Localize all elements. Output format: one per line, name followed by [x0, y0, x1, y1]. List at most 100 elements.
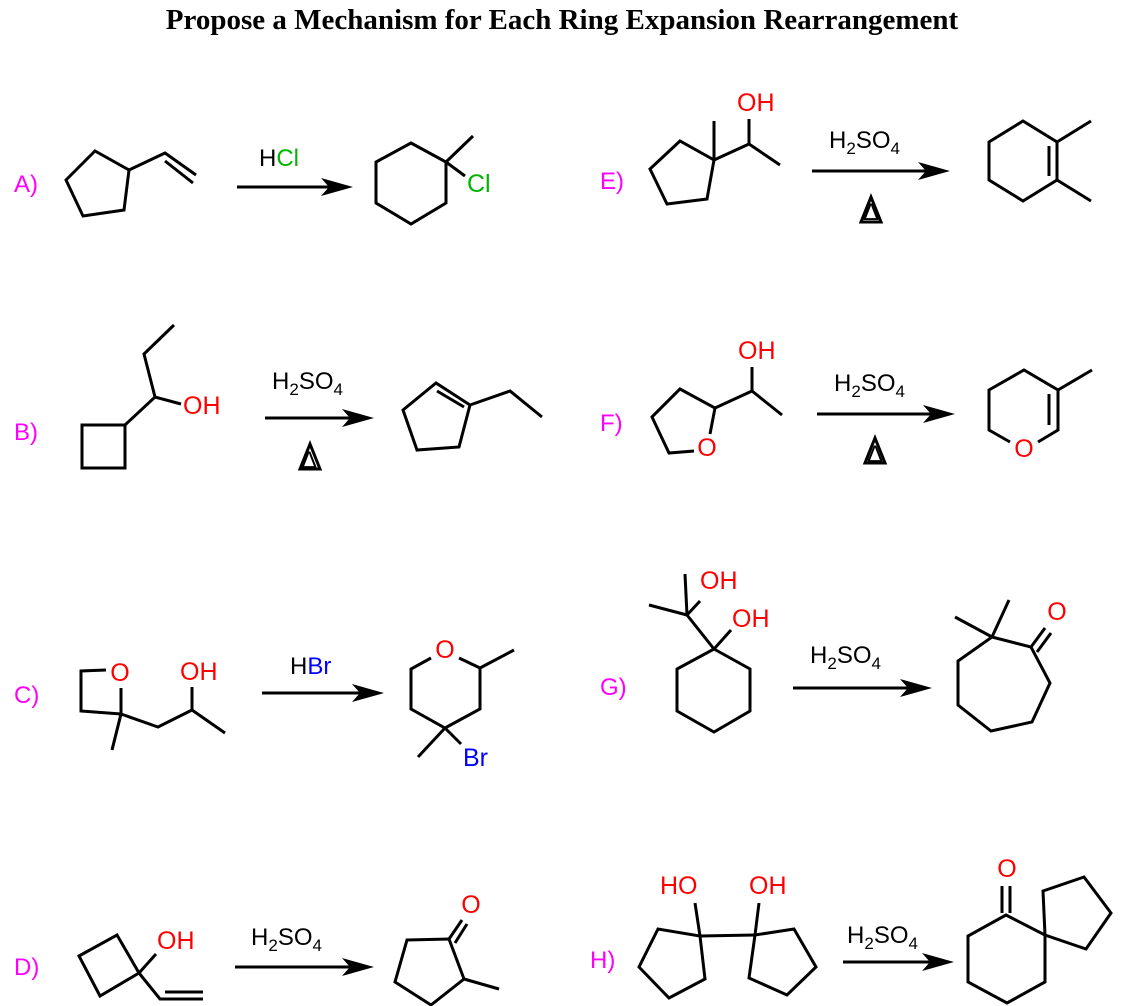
c-oh-bond — [123, 395, 182, 427]
problem-label-f: F) — [600, 410, 623, 437]
c-c-bond — [699, 933, 756, 938]
c-oh-bond — [693, 902, 702, 937]
problem-label-d: D) — [14, 954, 39, 981]
heat-delta-icon — [858, 192, 884, 224]
atom-o: O — [997, 855, 1016, 883]
cyclobutane-ring — [80, 423, 127, 470]
page-title: Propose a Mechanism for Each Ring Expans… — [165, 4, 959, 36]
carbonyl-bond — [1029, 627, 1047, 648]
atom-o: O — [1047, 598, 1066, 626]
heat-symbol-e: Δ — [863, 199, 879, 226]
c-oh-bond — [685, 599, 702, 617]
cyclohexanone-ring — [966, 913, 1047, 1005]
c-cl-bond — [445, 160, 466, 178]
heat-symbol-b: Δ — [301, 447, 317, 474]
atom-oh: OH — [732, 605, 770, 633]
methyl-bond — [463, 977, 500, 991]
reaction-arrow-c-head — [352, 684, 384, 702]
reaction-arrow-d-head — [342, 958, 374, 976]
vinyl-group — [128, 151, 197, 177]
cyclohexane-ring — [675, 647, 752, 734]
carbonyl-bond-second — [453, 923, 469, 944]
methyl-bond — [1056, 119, 1092, 144]
vinyl-group — [137, 972, 203, 1001]
atom-o: O — [1014, 435, 1033, 463]
cyclohexene-ring — [987, 119, 1059, 203]
ethyl-chain — [142, 323, 176, 398]
problem-label-h: H) — [590, 947, 615, 974]
problem-label-a: A) — [14, 171, 38, 198]
atom-oh: OH — [157, 927, 195, 955]
bond-lines — [64, 119, 1113, 1006]
atom-oh: OH — [180, 658, 218, 686]
reagent-d: H2SO4 — [251, 924, 322, 955]
side-chain — [714, 389, 783, 417]
atom-cl: Cl — [467, 170, 491, 198]
carbonyl-bond — [447, 919, 464, 940]
methyl-bond — [954, 615, 993, 639]
methyl-bond — [479, 648, 515, 670]
reaction-arrow-f-head — [923, 405, 955, 423]
reaction-arrow-a-head — [321, 178, 353, 196]
atom-br: Br — [463, 744, 488, 772]
reagent-e: H2SO4 — [829, 127, 900, 158]
methyl-bond — [416, 726, 447, 759]
atom-oh: OH — [183, 392, 221, 420]
cycloheptanone-ring — [956, 635, 1052, 733]
heat-symbol-f: Δ — [867, 441, 883, 468]
tetrahydropyran-ring — [409, 656, 482, 730]
atom-oh: OH — [700, 567, 738, 595]
cyclopentane-ring-right — [747, 927, 818, 997]
side-chain — [120, 708, 226, 735]
atom-oh: OH — [738, 337, 776, 365]
methyl-bond — [1056, 178, 1092, 203]
reagent-b: H2SO4 — [272, 368, 343, 399]
heat-delta-icon — [862, 433, 888, 465]
c-oh-bond — [712, 628, 733, 651]
cyclopentane-ring — [64, 149, 131, 218]
cyclopentane-ring-left — [637, 927, 707, 1000]
methyl-bond — [444, 134, 475, 164]
methyl-bond — [1057, 368, 1093, 392]
atom-ho: HO — [660, 872, 698, 900]
atom-oh: OH — [737, 89, 775, 117]
double-bond-line — [164, 159, 194, 185]
double-bond-line — [436, 389, 465, 409]
carbonyl-bond-second — [1035, 632, 1053, 653]
reaction-arrow-e-head — [918, 162, 950, 180]
heat-delta-icon — [297, 439, 323, 471]
reagent-h: H2SO4 — [847, 922, 918, 953]
ethyl-chain — [469, 389, 543, 419]
cyclopentane-ring — [648, 139, 716, 206]
spiro-cyclopentane-ring — [1041, 875, 1113, 951]
problem-label-c: C) — [14, 682, 39, 709]
problem-label-g: G) — [600, 674, 627, 701]
tetrahydrofuran-ring — [650, 387, 717, 455]
c-oh-bond — [137, 952, 158, 975]
side-chain — [713, 142, 781, 167]
reagent-c: HBr — [290, 653, 331, 680]
cyclobutane-ring — [76, 932, 142, 999]
c-br-bond — [443, 726, 463, 746]
c-c-bond — [685, 614, 716, 650]
atom-oh: OH — [749, 872, 787, 900]
problem-label-b: B) — [14, 419, 38, 446]
cyclohexane-ring — [374, 141, 448, 226]
methyl-bond — [990, 599, 1011, 638]
reagent-g: H2SO4 — [810, 642, 881, 673]
reaction-arrow-h-head — [922, 953, 954, 971]
methyl-bond — [683, 573, 689, 616]
problem-label-e: E) — [600, 168, 624, 195]
methyl-bond — [648, 603, 688, 617]
methyl-bond — [110, 713, 123, 751]
atom-o: O — [435, 636, 454, 664]
atom-o: O — [461, 891, 480, 919]
c-oh-bond — [753, 902, 761, 936]
reagent-f: H2SO4 — [834, 370, 905, 401]
dihydropyran-ring — [987, 368, 1060, 444]
reaction-arrow-g-head — [900, 679, 932, 697]
cyclopentene-ring — [401, 381, 472, 452]
reagent-a: HCl — [259, 145, 299, 172]
reaction-arrow-b-head — [342, 409, 374, 427]
